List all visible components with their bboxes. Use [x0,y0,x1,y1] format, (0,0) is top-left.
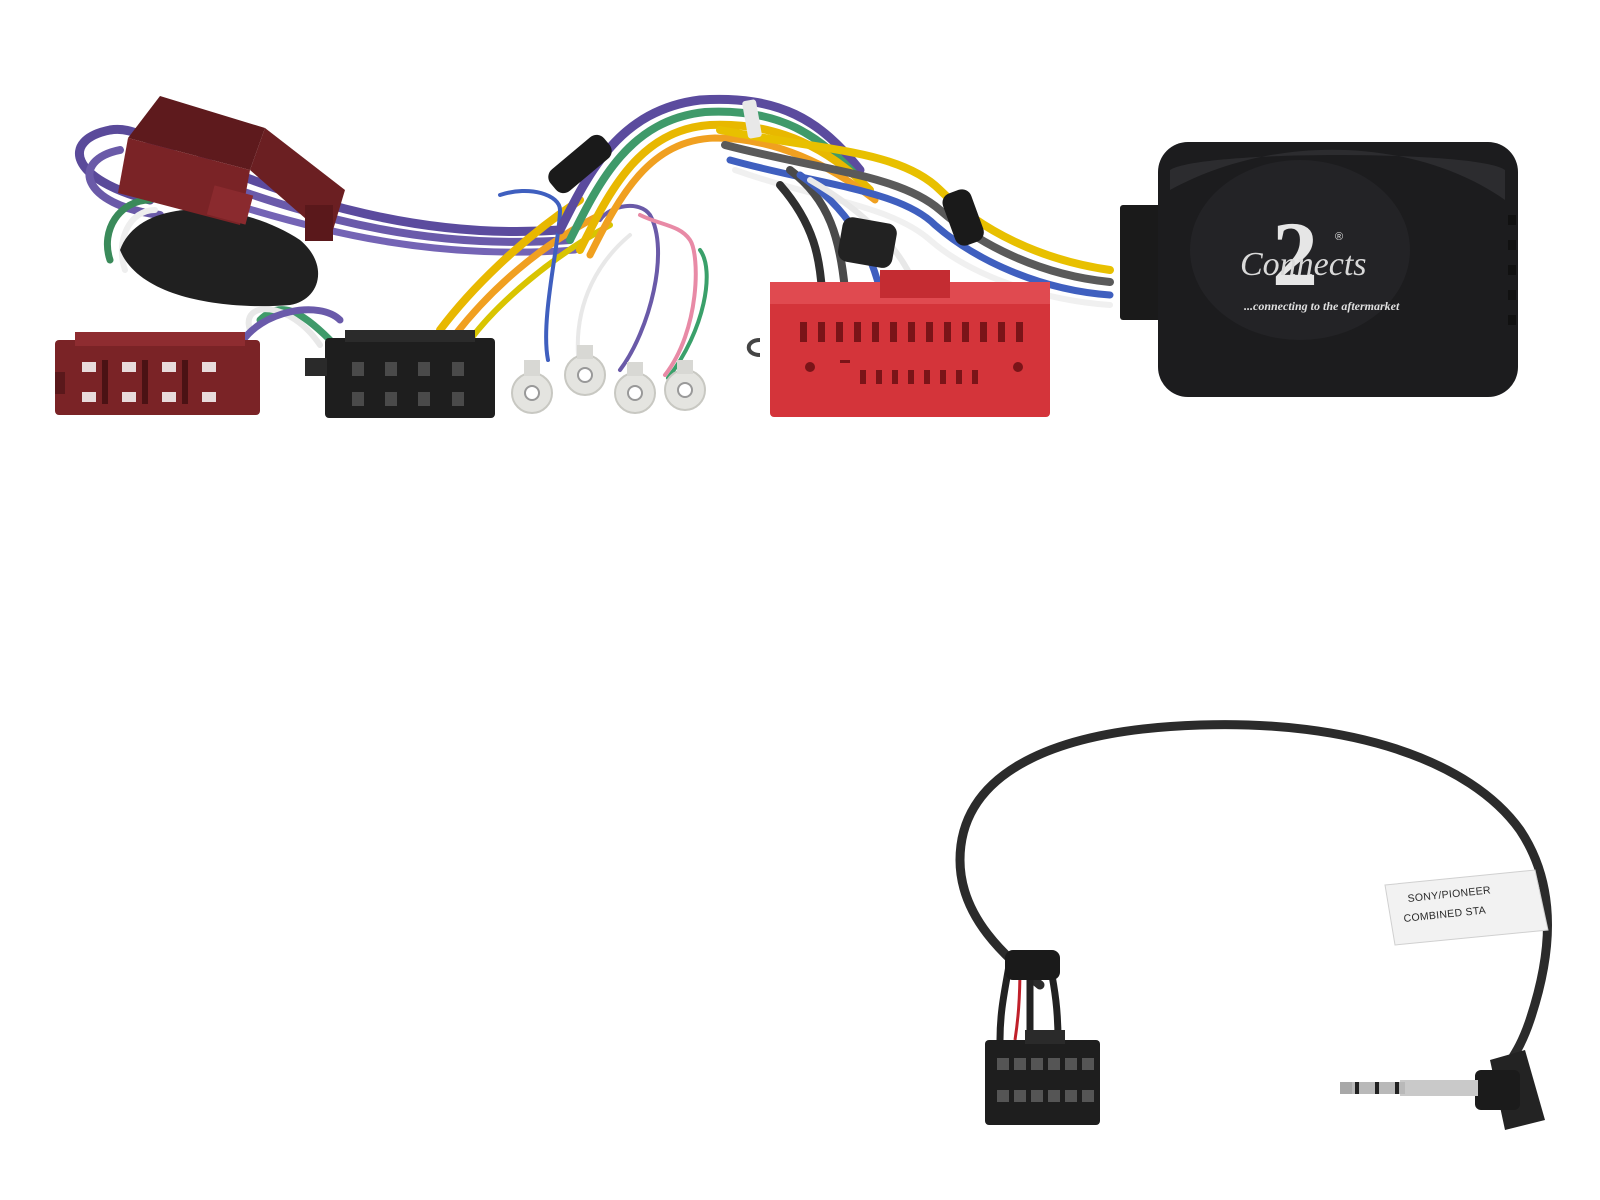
brand-logo: 2 Connects ® ...connecting to the afterm… [1240,203,1400,313]
ring-terminal [664,360,706,411]
ring-terminal [564,345,606,396]
iso-speaker-connector-black [305,330,495,418]
multipin-plug [985,1030,1100,1125]
svg-text:...connecting to the aftermark: ...connecting to the aftermarket [1244,299,1400,313]
ring-terminal [614,362,656,414]
iso-speaker-connector-maroon [55,332,260,415]
interface-module: 2 Connects ® ...connecting to the afterm… [1120,142,1518,397]
svg-text:®: ® [1335,231,1343,243]
iso-power-connector-upper [118,96,345,241]
ring-terminals [511,345,706,414]
ring-terminal [511,360,553,414]
svg-text:Connects: Connects [1240,246,1367,283]
module-side-ribs [1508,215,1516,325]
patch-lead-label: SONY/PIONEER COMBINED STA [1384,869,1549,946]
jack-plug-3-5mm [1340,1050,1545,1130]
svg-text:2: 2 [1272,203,1318,305]
steering-patch-lead: SONY/PIONEER COMBINED STA [955,720,1552,1130]
patch-lead-cable [955,720,1552,1075]
heat-shrink-sleeves [120,99,984,307]
vehicle-connector-red [746,270,1050,417]
